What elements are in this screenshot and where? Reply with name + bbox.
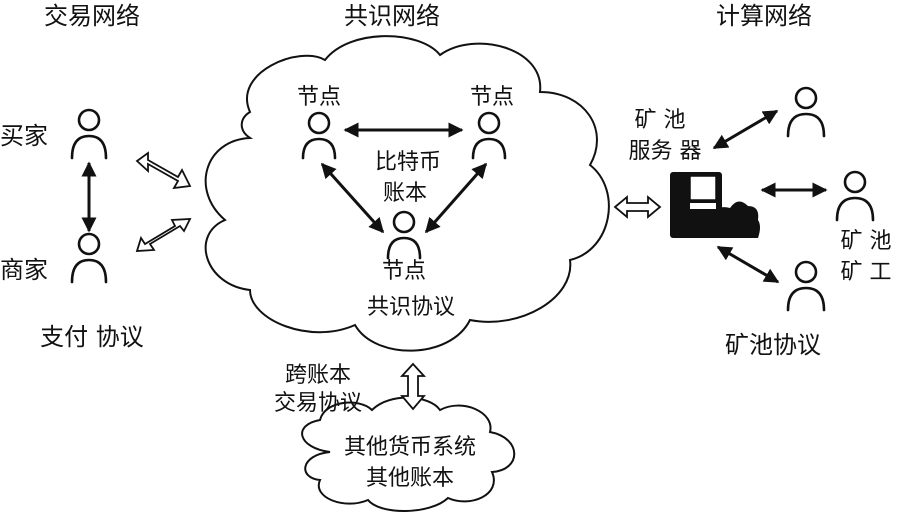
node-top-right-label: 节点 bbox=[470, 85, 514, 110]
ledger-label-line1: 比特币 bbox=[375, 150, 441, 175]
pool-server-label-line1: 矿 池 bbox=[635, 108, 686, 133]
node-top-right-person-icon bbox=[471, 111, 507, 160]
hollow-arrows bbox=[135, 151, 662, 411]
merchant-label: 商家 bbox=[0, 256, 48, 284]
transaction-network-title: 交易网络 bbox=[44, 2, 140, 30]
cloud-to-server-hollow-arrow bbox=[613, 195, 662, 219]
node-bottom-label: 节点 bbox=[382, 259, 426, 284]
miner-bottom-person-icon bbox=[786, 260, 826, 312]
consensus-protocol-label: 共识协议 bbox=[367, 295, 455, 320]
buyer-person-icon bbox=[70, 108, 108, 160]
buyer-to-cloud-hollow-arrow bbox=[135, 151, 192, 190]
cross-ledger-hollow-arrow bbox=[399, 362, 427, 411]
ledger-label-line2: 账本 bbox=[383, 181, 427, 206]
server-miner-top-arrow bbox=[712, 109, 779, 150]
other-ledger-cloud bbox=[301, 396, 516, 512]
pool-server-icon bbox=[670, 172, 760, 238]
compute-network-title: 计算网络 bbox=[716, 2, 812, 30]
miner-top-person-icon bbox=[786, 86, 826, 138]
node-top-left-person-icon bbox=[301, 111, 337, 160]
person-icons bbox=[70, 86, 875, 312]
payment-protocol-label: 支付 协议 bbox=[40, 323, 144, 351]
pool-server-label-line2: 服务 器 bbox=[629, 139, 702, 164]
cross-ledger-label-line1: 跨账本 bbox=[285, 363, 351, 388]
node-top-left-label: 节点 bbox=[297, 85, 341, 110]
merchant-to-cloud-hollow-arrow bbox=[135, 218, 192, 252]
server-miner-bottom-arrow bbox=[716, 245, 780, 284]
consensus-cloud bbox=[204, 35, 610, 352]
pool-miner-label-line1: 矿 池 bbox=[841, 229, 892, 254]
pool-protocol-label: 矿池协议 bbox=[725, 331, 821, 359]
solid-arrows bbox=[81, 109, 828, 284]
node-left-bottom-arrow bbox=[320, 162, 385, 234]
cross-ledger-label-line2: 交易协议 bbox=[274, 391, 362, 416]
merchant-person-icon bbox=[70, 232, 108, 284]
node-right-bottom-arrow bbox=[424, 162, 488, 234]
buyer-label: 买家 bbox=[0, 122, 48, 150]
miner-right-person-icon bbox=[835, 170, 875, 222]
other-currency-label: 其他货币系统 bbox=[344, 435, 476, 460]
pool-miner-label-line2: 矿 工 bbox=[841, 260, 892, 285]
other-ledger-label: 其他账本 bbox=[366, 466, 454, 491]
consensus-network-title: 共识网络 bbox=[344, 2, 440, 30]
node-bottom-person-icon bbox=[386, 210, 422, 260]
